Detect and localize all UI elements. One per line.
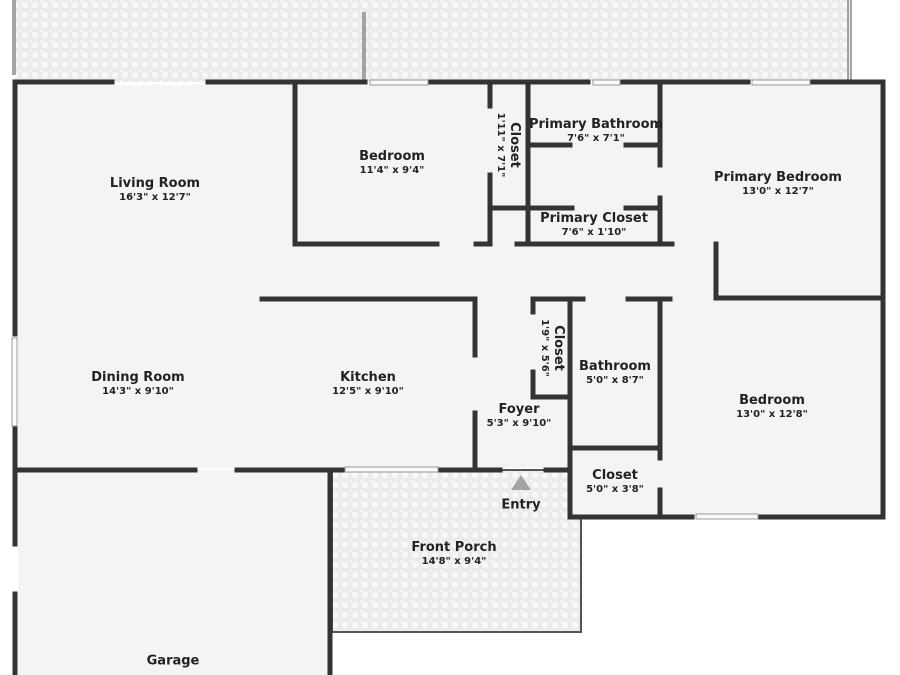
- room-name: Primary Closet: [540, 210, 648, 226]
- room-dimensions: 1'11" x 7'1": [495, 112, 507, 178]
- room-dining-room: Dining Room 14'3" x 9'10": [91, 369, 185, 397]
- room-name: Foyer: [498, 401, 540, 417]
- room-dimensions: 5'3" x 9'10": [486, 417, 552, 429]
- room-front-porch: Front Porch 14'8" x 9'4": [411, 539, 497, 567]
- room-name: Closet: [507, 122, 523, 168]
- room-bedroom-2: Bedroom 13'0" x 12'8": [736, 392, 808, 420]
- room-name: Closet: [551, 325, 567, 371]
- room-dimensions: 7'6" x 7'1": [567, 132, 625, 144]
- room-dimensions: 16'3" x 12'7": [119, 191, 191, 203]
- room-primary-bedroom: Primary Bedroom 13'0" x 12'7": [714, 169, 842, 197]
- entry-text: Entry: [501, 497, 541, 513]
- room-name: Front Porch: [411, 539, 497, 555]
- room-name: Kitchen: [340, 369, 396, 385]
- room-living-room: Living Room 16'3" x 12'7": [109, 175, 201, 203]
- back-patio: [15, 0, 850, 82]
- room-primary-closet: Primary Closet 7'6" x 1'10": [540, 210, 648, 238]
- room-kitchen: Kitchen 12'5" x 9'10": [332, 369, 404, 397]
- room-closet-2: Closet 1'9" x 5'6": [539, 319, 567, 377]
- room-bedroom-1: Bedroom 11'4" x 9'4": [359, 148, 425, 176]
- room-bathroom: Bathroom 5'0" x 8'7": [579, 358, 651, 386]
- room-dimensions: 5'0" x 8'7": [586, 374, 644, 386]
- room-primary-bathroom: Primary Bathroom 7'6" x 7'1": [528, 116, 664, 144]
- room-dimensions: 5'0" x 3'8": [586, 483, 644, 495]
- entry-arrow-icon: [511, 475, 531, 490]
- room-dimensions: 13'0" x 12'7": [742, 185, 814, 197]
- room-dimensions: 13'0" x 12'8": [736, 408, 808, 420]
- room-name: Bathroom: [579, 358, 651, 374]
- room-name: Bedroom: [359, 148, 425, 164]
- room-floors: [18, 85, 883, 675]
- room-dimensions: 7'6" x 1'10": [561, 226, 627, 238]
- room-name: Garage: [146, 653, 200, 669]
- walls: [12, 79, 886, 675]
- room-dimensions: 14'3" x 9'10": [102, 385, 174, 397]
- room-name: Living Room: [109, 175, 201, 191]
- room-name: Primary Bedroom: [714, 169, 842, 185]
- room-closet-1: Closet 1'11" x 7'1": [495, 112, 523, 178]
- room-dimensions: 1'9" x 5'6": [539, 319, 551, 377]
- windows: [11, 79, 811, 520]
- room-dimensions: 11'4" x 9'4": [359, 164, 425, 176]
- room-dimensions: 14'8" x 9'4": [421, 555, 487, 567]
- front-porch-area: [331, 469, 582, 633]
- room-name: Dining Room: [91, 369, 185, 385]
- room-dimensions: 12'5" x 9'10": [332, 385, 404, 397]
- room-garage: Garage: [146, 653, 200, 670]
- entry-label: Entry: [501, 497, 541, 514]
- room-name: Primary Bathroom: [528, 116, 664, 132]
- patio-edges: [12, 0, 852, 80]
- room-name: Closet: [592, 467, 638, 483]
- room-name: Bedroom: [739, 392, 805, 408]
- room-closet-3: Closet 5'0" x 3'8": [586, 467, 644, 495]
- room-foyer: Foyer 5'3" x 9'10": [486, 401, 552, 429]
